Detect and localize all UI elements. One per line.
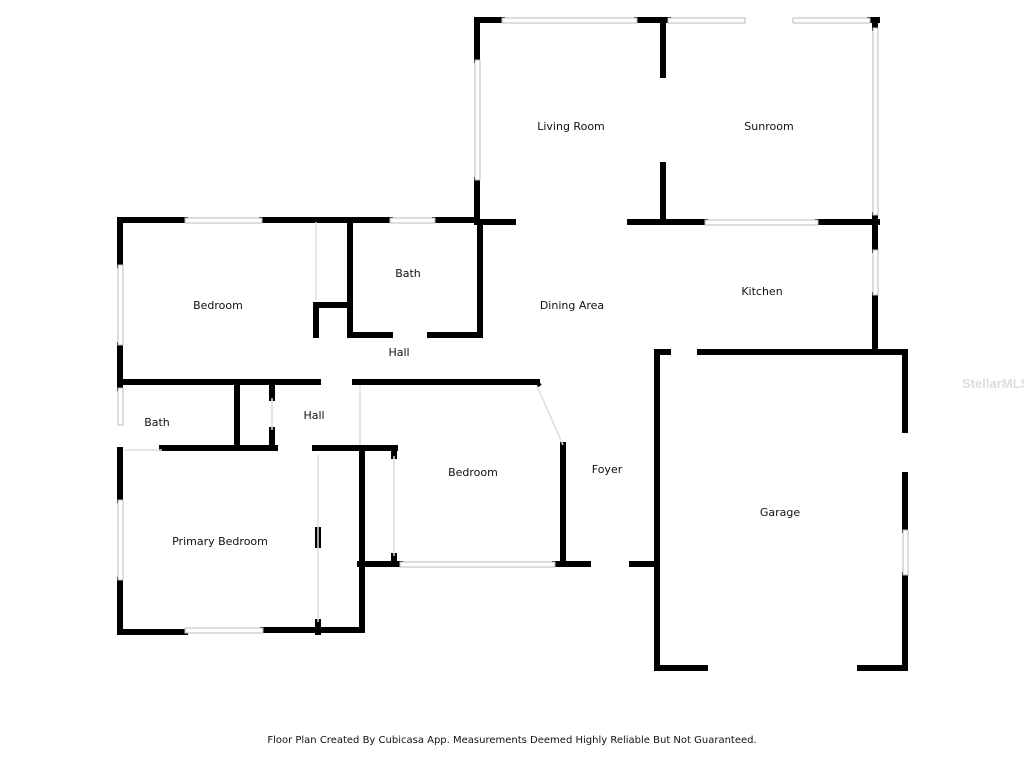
room-label-bedroom: Bedroom [448, 466, 498, 479]
windows [117, 17, 909, 634]
room-label-bath: Bath [144, 416, 170, 429]
room-label-bath: Bath [395, 267, 421, 280]
room-label-garage: Garage [760, 506, 801, 519]
room-labels: Living Room Sunroom Bedroom Bath Dining … [144, 120, 800, 548]
room-label-hall: Hall [388, 346, 409, 359]
watermark: StellarMLS [962, 376, 1024, 391]
room-label-sunroom: Sunroom [744, 120, 793, 133]
room-label-primary-bedroom: Primary Bedroom [172, 535, 268, 548]
room-label-living-room: Living Room [537, 120, 605, 133]
thin-partitions [125, 222, 564, 622]
room-label-kitchen: Kitchen [741, 285, 782, 298]
room-label-foyer: Foyer [592, 463, 623, 476]
room-label-hall: Hall [303, 409, 324, 422]
room-label-bedroom: Bedroom [193, 299, 243, 312]
walls [117, 17, 908, 671]
footer-disclaimer: Floor Plan Created By Cubicasa App. Meas… [267, 735, 757, 746]
room-label-dining-area: Dining Area [540, 299, 604, 312]
